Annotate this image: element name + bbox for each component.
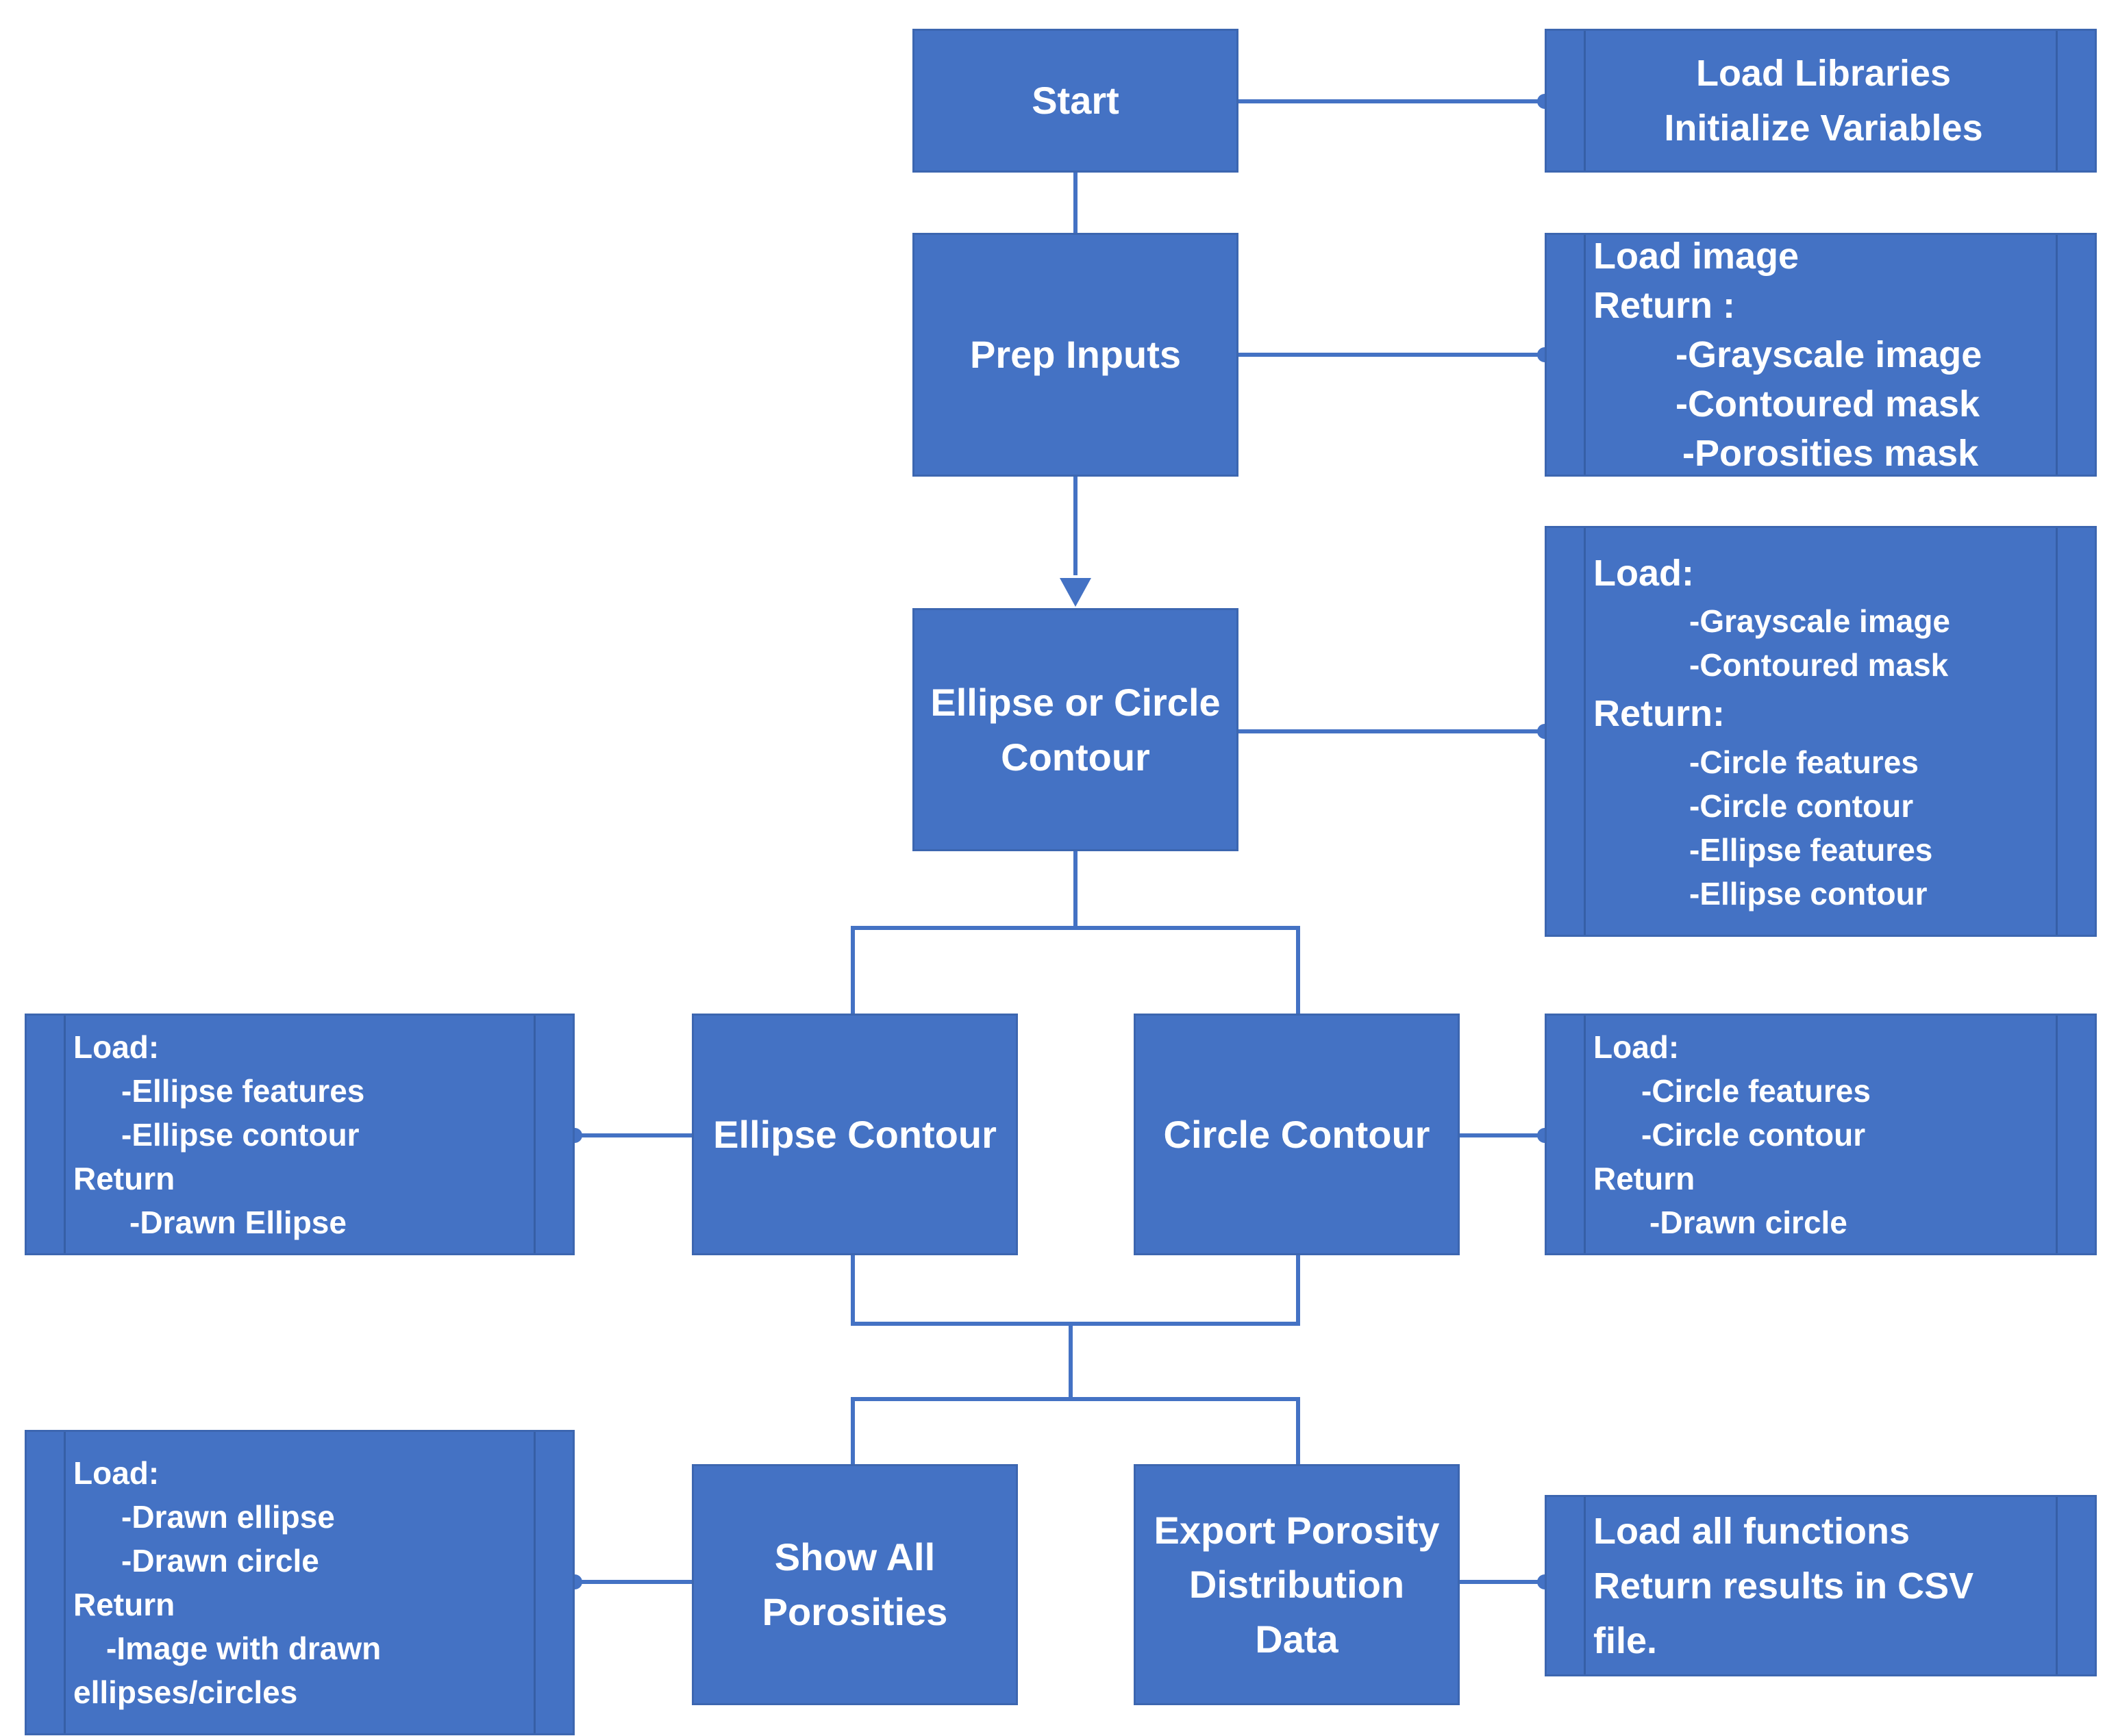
note-line: -Image with drawn — [106, 1631, 382, 1666]
note-line: -Ellipse contour — [121, 1116, 360, 1153]
note-line: Load: — [73, 1455, 160, 1491]
note-line: -Circle features — [1689, 744, 1919, 780]
note-line: -Circle contour — [1641, 1116, 1866, 1153]
show-all-porosities-label: Show All Porosities — [762, 1535, 948, 1633]
note-line: Return — [73, 1160, 175, 1196]
ellipse-contour-note-box: Load: -Ellipse features -Ellipse contour… — [25, 1014, 575, 1255]
start-note-box: Load Libraries Initialize Variables — [1545, 29, 2097, 173]
note-line: -Circle contour — [1689, 788, 1914, 824]
note-line: Return results in CSV — [1593, 1565, 1974, 1607]
show-all-porosities-note-box: Load: -Drawn ellipse -Drawn circle Retur… — [25, 1430, 575, 1735]
note-line: ellipses/circles — [73, 1674, 298, 1710]
prep-inputs-note-box: Load image Return : -Grayscale image -Co… — [1545, 233, 2097, 477]
ellipse-contour-box: Ellipse Contour — [692, 1014, 1018, 1255]
note-line: -Drawn circle — [1649, 1204, 1847, 1240]
note-line: Load image — [1593, 236, 1799, 277]
note-line: Load all functions — [1593, 1510, 1910, 1552]
start-box: Start — [912, 29, 1238, 173]
export-porosity-data-label: Export Porosity Distribution Data — [1154, 1508, 1440, 1661]
note-line: -Ellipse features — [121, 1072, 365, 1109]
note-line: -Drawn ellipse — [121, 1499, 335, 1535]
ellipse-or-circle-note-box: Load: -Grayscale image -Contoured mask R… — [1545, 526, 2097, 937]
note-line: -Drawn circle — [121, 1543, 319, 1578]
show-all-porosities-box: Show All Porosities — [692, 1464, 1018, 1705]
note-line: Return: — [1593, 693, 1725, 734]
ellipse-or-circle-contour-box: Ellipse or Circle Contour — [912, 608, 1238, 851]
note-line: -Contoured mask — [1689, 647, 1949, 683]
circle-contour-box: Circle Contour — [1134, 1014, 1460, 1255]
export-note-box: Load all functions Return results in CSV… — [1545, 1495, 2097, 1676]
start-label: Start — [1032, 79, 1119, 123]
note-line: -Porosities mask — [1682, 433, 1979, 474]
arrowhead-down — [1060, 578, 1091, 607]
note-line: Return — [1593, 1160, 1695, 1196]
note-line: -Grayscale image — [1676, 334, 1982, 375]
note-line: Load: — [1593, 553, 1694, 594]
note-line: -Contoured mask — [1676, 383, 1980, 425]
note-line: Load: — [1593, 1029, 1680, 1065]
note-line: Initialize Variables — [1664, 108, 1983, 149]
ellipse-contour-label: Ellipse Contour — [713, 1112, 997, 1156]
note-line: Load: — [73, 1029, 160, 1065]
note-line: -Ellipse contour — [1689, 876, 1928, 911]
circle-contour-label: Circle Contour — [1163, 1112, 1430, 1156]
prep-inputs-label: Prep Inputs — [969, 333, 1182, 377]
note-line: Load Libraries — [1695, 53, 1952, 94]
note-line: -Drawn Ellipse — [129, 1204, 347, 1240]
connector-output-split — [851, 1397, 1300, 1464]
note-line: Return : — [1593, 285, 1735, 326]
export-porosity-data-box: Export Porosity Distribution Data — [1134, 1464, 1460, 1705]
note-line: -Ellipse features — [1689, 832, 1933, 868]
note-line: file. — [1593, 1620, 1658, 1661]
note-line: -Grayscale image — [1689, 603, 1951, 639]
note-line: -Circle features — [1641, 1072, 1871, 1109]
circle-contour-note-box: Load: -Circle features -Circle contour R… — [1545, 1014, 2097, 1255]
connector-branch-merge — [851, 1255, 1300, 1326]
prep-inputs-box: Prep Inputs — [912, 233, 1238, 477]
connector-branch-split — [851, 926, 1300, 1014]
note-line: Return — [73, 1587, 175, 1622]
ellipse-or-circle-contour-label: Ellipse or Circle Contour — [930, 680, 1221, 779]
